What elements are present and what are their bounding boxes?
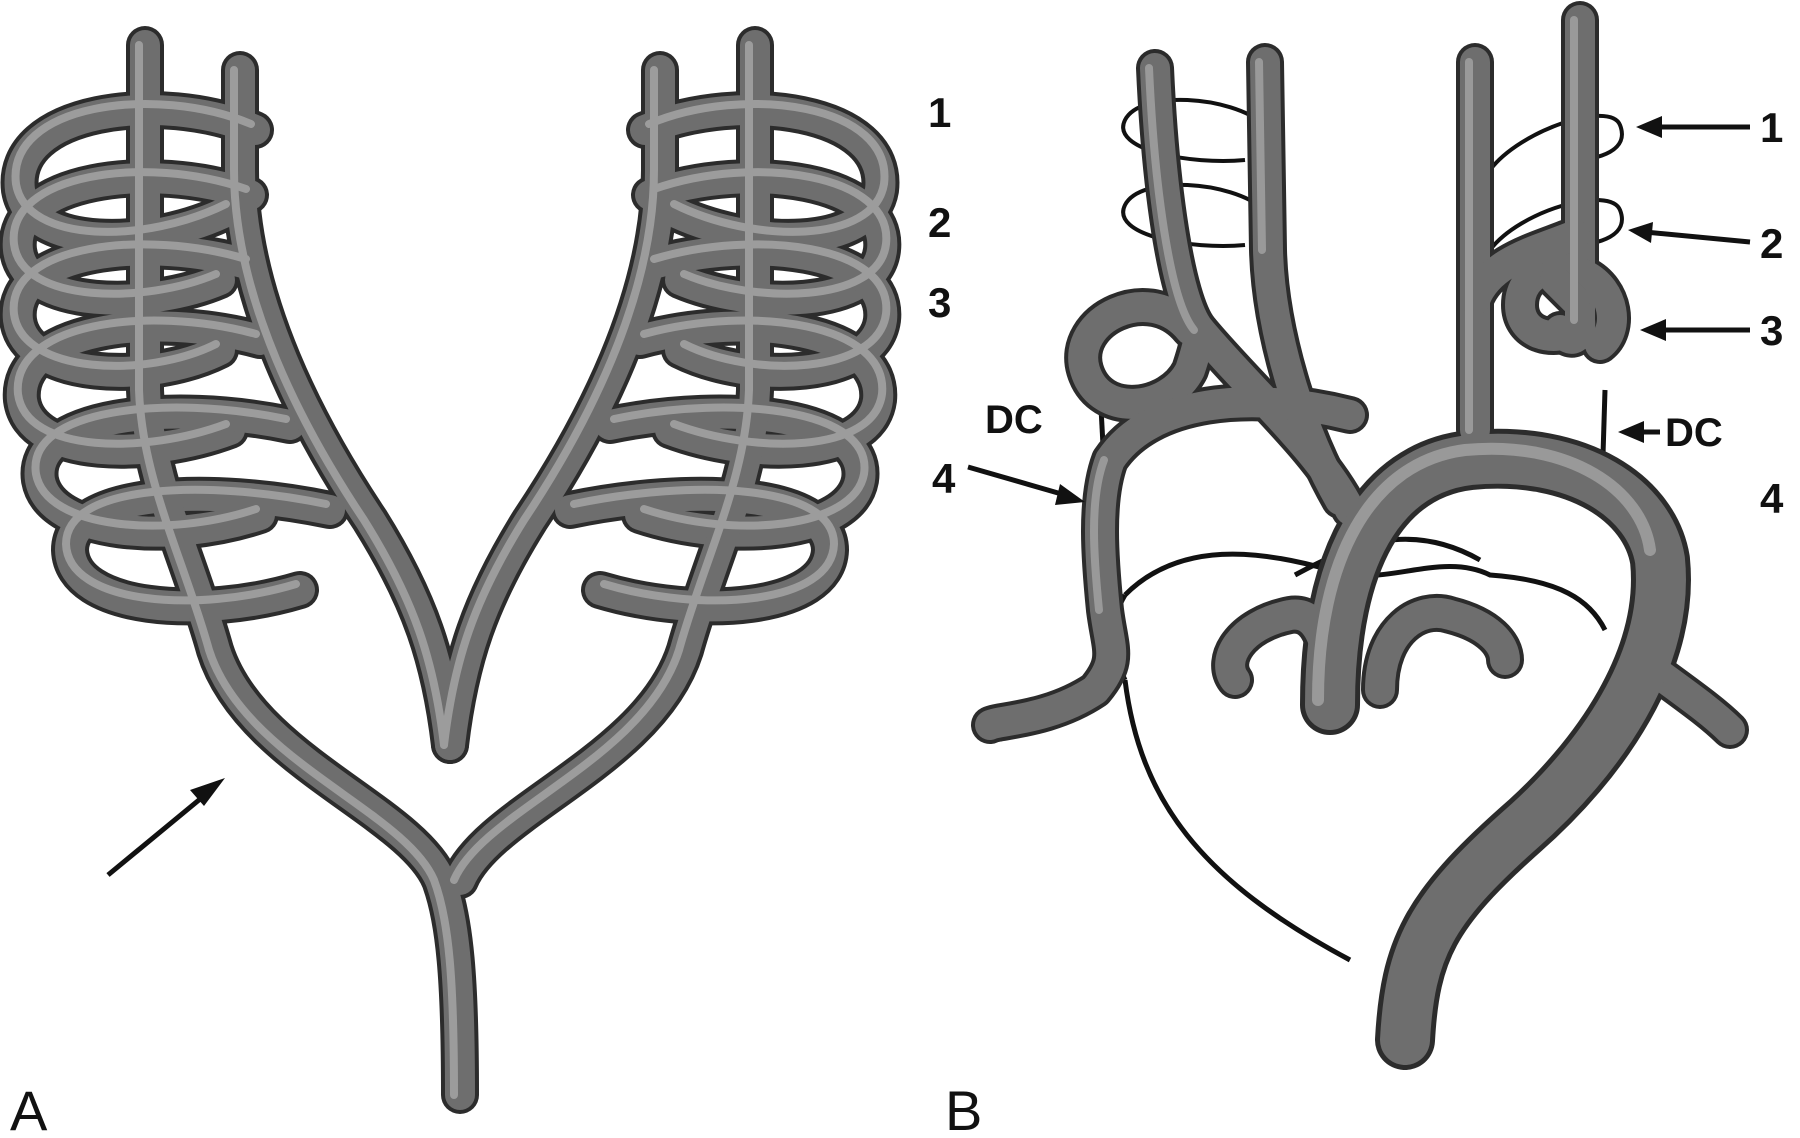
arch-4-label-left: 4 (932, 455, 956, 502)
panel-label: A (10, 1079, 48, 1138)
panel-label: B (945, 1079, 982, 1138)
arrow-label: 3 (1760, 307, 1783, 354)
arrow-label: 1 (1760, 104, 1783, 151)
label-arrows (967, 116, 1751, 505)
arch-number: 2 (928, 199, 951, 246)
panel-a: 1 2 3 A (10, 26, 951, 1138)
dc-label-right: DC (1665, 411, 1723, 455)
arrow-label: 2 (1760, 220, 1783, 267)
arch-number: 1 (928, 89, 951, 136)
arrow-dorsal-aorta (106, 778, 225, 877)
arch-4-label-right: 4 (1760, 475, 1784, 522)
panel-b: 1 2 3 DC DC 4 4 B (932, 1, 1784, 1138)
regressed-arches (1121, 97, 1624, 252)
dc-label-left: DC (985, 398, 1043, 442)
arch-number: 3 (928, 279, 951, 326)
